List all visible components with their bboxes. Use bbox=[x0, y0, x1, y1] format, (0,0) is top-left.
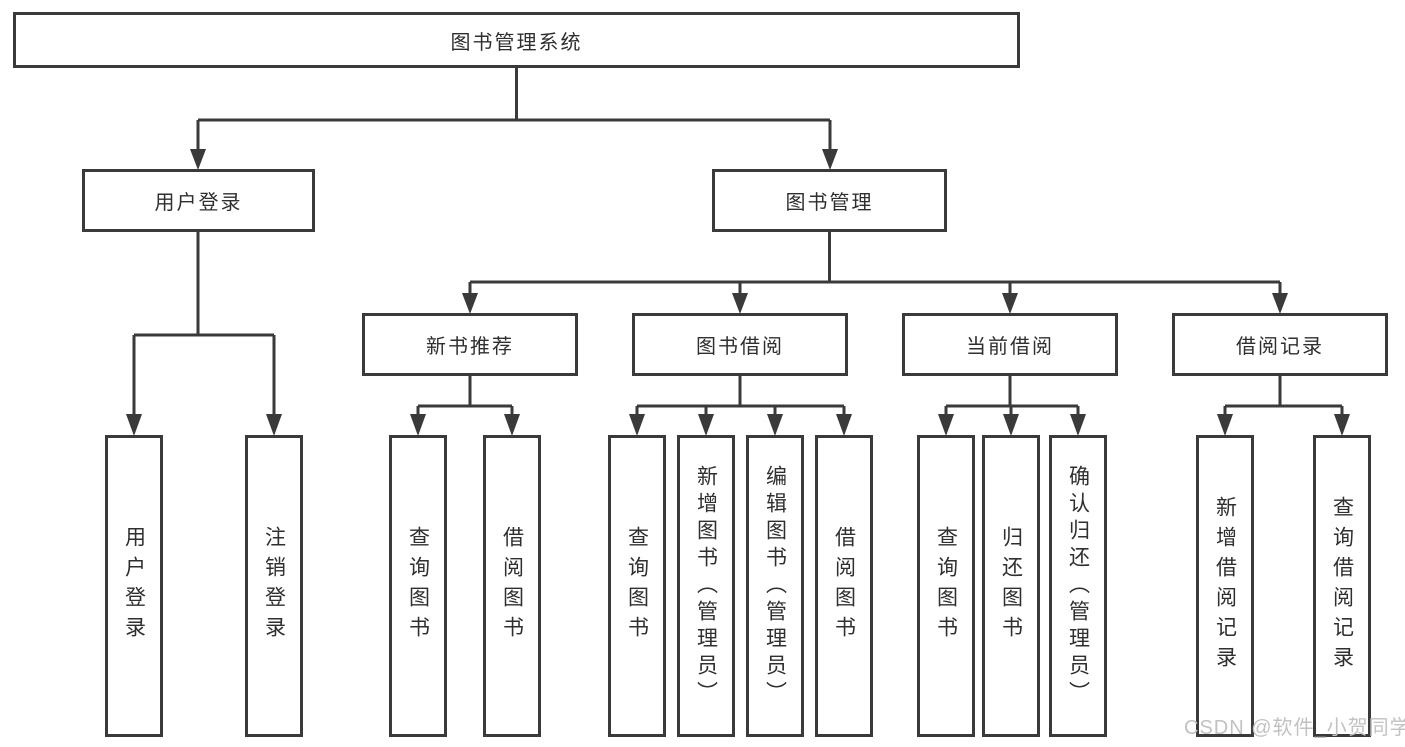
leaf-recommend-query-books: 查询图书 bbox=[389, 435, 447, 737]
leaf-borrow-books: 借阅图书 bbox=[815, 435, 873, 737]
node-book-borrow: 图书借阅 bbox=[632, 313, 848, 376]
leaf-confirm-return-admin: 确认归还（管理员） bbox=[1049, 435, 1107, 737]
leaf-user-login: 用户登录 bbox=[105, 435, 163, 737]
node-new-book-recommend: 新书推荐 bbox=[362, 313, 578, 376]
node-library-management-system: 图书管理系统 bbox=[13, 12, 1020, 68]
node-current-borrow: 当前借阅 bbox=[902, 313, 1118, 376]
leaf-add-borrow-record: 新增借阅记录 bbox=[1196, 435, 1254, 737]
node-user-login: 用户登录 bbox=[82, 169, 315, 232]
node-borrow-records: 借阅记录 bbox=[1172, 313, 1388, 376]
leaf-edit-book-admin: 编辑图书（管理员） bbox=[746, 435, 804, 737]
leaf-return-books: 归还图书 bbox=[982, 435, 1040, 737]
leaf-query-borrow-record: 查询借阅记录 bbox=[1313, 435, 1371, 737]
node-book-management: 图书管理 bbox=[712, 169, 947, 232]
leaf-logout-login: 注销登录 bbox=[245, 435, 303, 737]
leaf-recommend-borrow-books: 借阅图书 bbox=[483, 435, 541, 737]
watermark-text: CSDN @软件_小贺同学 bbox=[1184, 717, 1405, 739]
leaf-add-book-admin: 新增图书（管理员） bbox=[677, 435, 735, 737]
leaf-current-query-books: 查询图书 bbox=[917, 435, 975, 737]
leaf-borrow-query-books: 查询图书 bbox=[608, 435, 666, 737]
